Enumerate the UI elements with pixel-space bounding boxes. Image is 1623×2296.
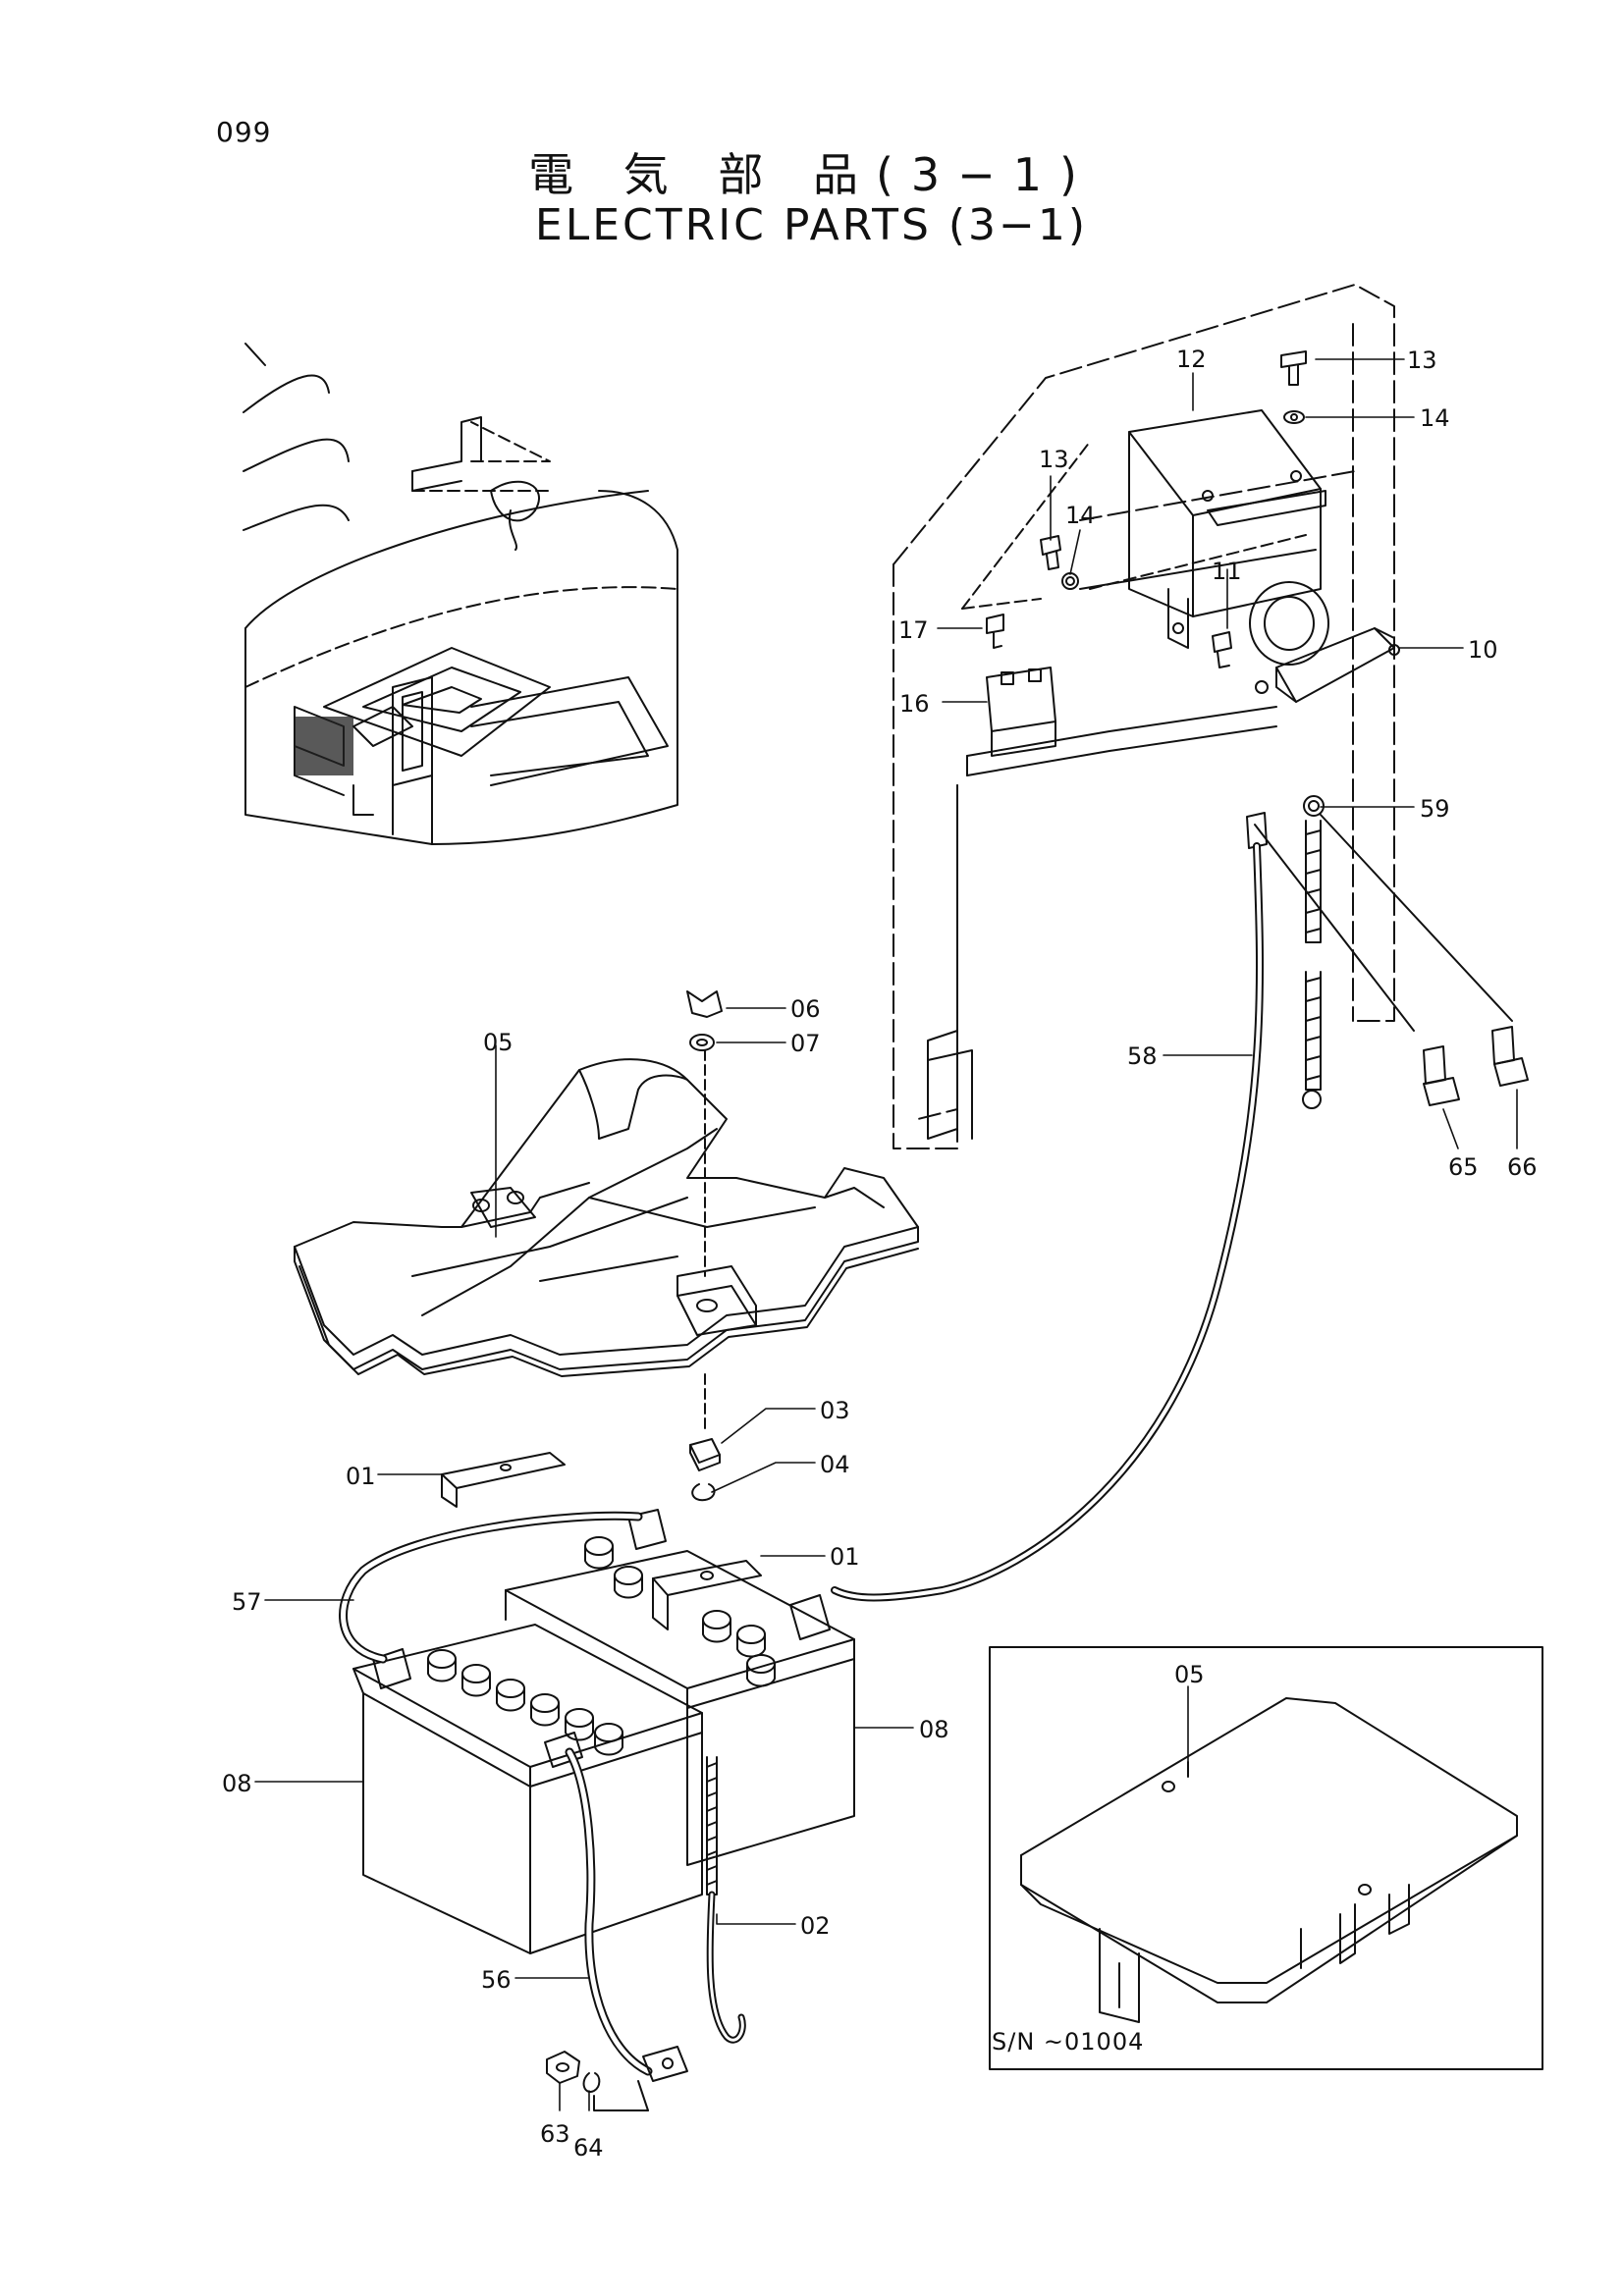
part-08-batteries: [352, 1509, 855, 1954]
battery-vent-caps: [427, 1536, 776, 1756]
callout-numbers: 13 14 12 13 14 11 10 17 16 59 58 65 66 0…: [222, 346, 1538, 2162]
machine-overview: [243, 343, 678, 845]
callout-01: 01: [830, 1543, 860, 1571]
callout-13: 13: [1039, 446, 1069, 473]
callout-03: 03: [820, 1397, 850, 1424]
callout-06: 06: [790, 995, 821, 1023]
page-title-japanese: 電 気 部 品(3−1): [528, 148, 1095, 201]
part-01-clamp-plates: [441, 1452, 762, 1630]
ground-cable-02: [706, 1756, 746, 2044]
callout-14: 14: [1420, 404, 1450, 432]
part-05-battery-tray: [294, 1058, 919, 1377]
leader-lines: [254, 358, 1518, 2111]
callout-14: 14: [1065, 502, 1096, 529]
callout-16: 16: [899, 690, 930, 718]
callout-63: 63: [540, 2120, 570, 2148]
callout-07: 07: [790, 1030, 821, 1057]
callout-64: 64: [573, 2134, 604, 2162]
callout-08: 08: [222, 1770, 252, 1797]
callout-12: 12: [1176, 346, 1207, 373]
callout-02: 02: [800, 1912, 831, 1940]
callout-13: 13: [1407, 347, 1437, 374]
callout-05-inset: 05: [1174, 1661, 1205, 1688]
callout-66: 66: [1507, 1153, 1538, 1181]
callout-01: 01: [346, 1463, 376, 1490]
callout-10: 10: [1468, 636, 1498, 664]
part-12-relay-box: [1128, 409, 1326, 649]
page-number: 099: [216, 116, 272, 148]
callout-05: 05: [483, 1029, 514, 1056]
nut-03-washer-04: [689, 1438, 721, 1502]
mounting-panel: [893, 284, 1395, 1149]
callout-08: 08: [919, 1716, 949, 1743]
callout-56: 56: [481, 1966, 512, 1994]
fasteners-upper: [986, 350, 1307, 668]
inset-serial-range: S/N ~01004: [992, 2028, 1145, 2056]
wing-nut-06-washer-07: [686, 990, 723, 1429]
callout-58: 58: [1127, 1042, 1158, 1070]
part-16-relay: [986, 667, 1056, 757]
callout-04: 04: [820, 1451, 850, 1478]
callout-57: 57: [232, 1588, 262, 1616]
page-title-english: ELECTRIC PARTS (3−1): [534, 200, 1089, 250]
battery-cable-58: [831, 812, 1268, 1602]
cable-56: [565, 1747, 688, 2082]
callout-65: 65: [1448, 1153, 1479, 1181]
terminal-caps-65-66: [1423, 1026, 1529, 1106]
callout-11: 11: [1212, 558, 1242, 585]
ground-cable-59: [1254, 795, 1513, 1109]
part-10-horn: [1249, 581, 1400, 703]
callout-59: 59: [1420, 795, 1450, 823]
cable-57: [339, 1511, 643, 1664]
nut-63-washer-64: [546, 2051, 649, 2111]
inset-box: [989, 1646, 1543, 2070]
callout-17: 17: [898, 616, 929, 644]
